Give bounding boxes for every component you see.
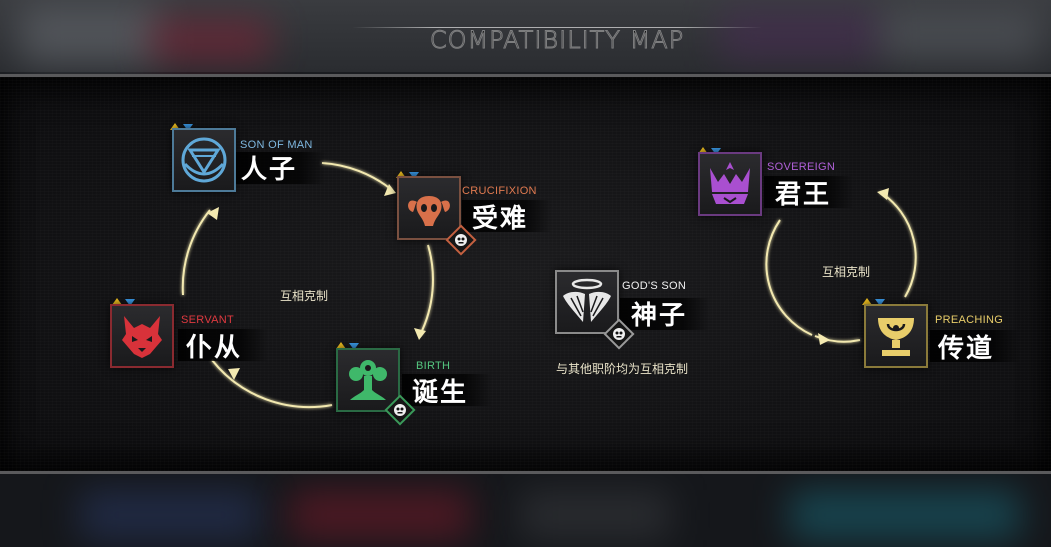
halo-wings-icon [555,270,619,334]
background-blur [880,10,1040,60]
role-en-label: SOVEREIGN [767,161,836,173]
role-zh-label: 神子 [631,301,688,331]
ram-skull-icon [397,176,461,240]
label-backdrop [236,152,326,184]
label-backdrop [764,176,854,208]
background-blur [790,490,1020,540]
role-en-label: SERVANT [181,314,235,326]
background-blur [150,20,270,60]
tier-markers [170,117,200,131]
right-cycle-relation: 互相克制 [822,265,871,279]
tier-markers [862,292,892,306]
wolf-head-icon [110,304,174,368]
background-blur [720,10,880,60]
background-blur [80,490,260,540]
gods-son-relation: 与其他职阶均为互相克制 [556,362,689,376]
background-blur [290,490,470,540]
label-backdrop [462,200,552,232]
background-blur [20,5,160,65]
page-title: COMPATIBILITY MAP [429,26,685,55]
skull-face-icon [611,326,627,342]
tier-markers [396,165,426,179]
label-backdrop [178,329,268,361]
role-en-label: BIRTH [416,360,451,372]
role-zh-label: 传道 [938,334,995,364]
label-backdrop [930,330,1020,362]
background-blur [520,490,670,540]
role-zh-label: 人子 [241,155,298,185]
tier-markers [336,336,366,350]
panel-texture [0,77,1051,471]
compatibility-panel [0,74,1051,474]
role-en-label: PREACHING [935,314,1004,326]
role-en-label: SON OF MAN [240,139,313,151]
role-en-label: GOD'S SON [622,280,687,292]
shield-v-icon [172,128,236,192]
left-cycle-relation: 互相克制 [280,289,329,303]
label-backdrop [402,374,492,406]
chalice-icon [864,304,928,368]
label-backdrop [620,298,710,330]
skull-face-icon [392,402,408,418]
skull-face-icon [453,232,469,248]
title-rule [352,27,762,28]
role-zh-label: 君王 [775,180,832,210]
role-zh-label: 诞生 [412,378,469,408]
tree-of-life-icon [336,348,400,412]
role-zh-label: 受难 [472,204,529,234]
crown-emblem-icon [698,152,762,216]
role-zh-label: 仆从 [186,333,243,363]
role-en-label: CRUCIFIXION [462,185,537,197]
tier-markers [698,141,728,155]
tier-markers [112,292,142,306]
